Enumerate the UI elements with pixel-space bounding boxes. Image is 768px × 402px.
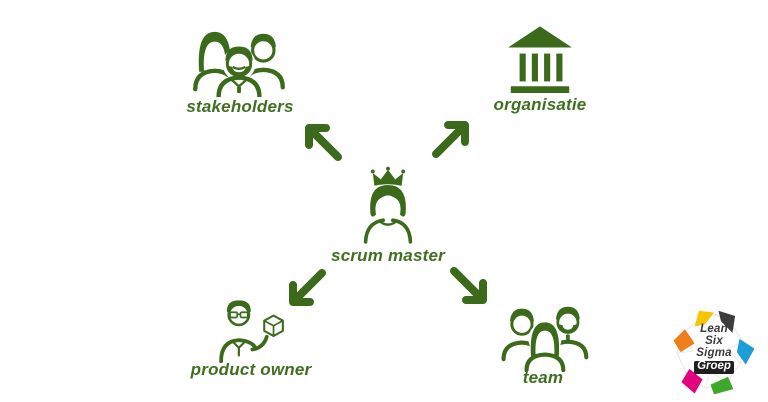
team-label: team: [522, 368, 564, 387]
logo-wordmark: Lean Six Sigma Groep: [670, 323, 758, 374]
logo-line-sigma: Sigma: [696, 346, 732, 359]
arrow-to-stakeholders-icon: [305, 124, 342, 161]
arrow-to-product-owner-icon: [289, 269, 326, 306]
crowned-person-icon: [363, 166, 413, 244]
node-organisatie: organisatie: [494, 25, 586, 114]
scrum-master-label: scrum master: [331, 246, 445, 265]
logo-line-six: Six: [705, 334, 723, 347]
node-product-owner: product owner: [191, 297, 311, 379]
person-holding-cube-icon: [219, 300, 284, 363]
stakeholders-label: stakeholders: [186, 97, 294, 116]
node-scrum-master: scrum master: [331, 166, 445, 265]
people-group-icon: [501, 306, 589, 372]
product-owner-label: product owner: [190, 360, 312, 379]
arrow-to-team-icon: [450, 267, 487, 304]
organisatie-label: organisatie: [493, 95, 587, 114]
node-team: team: [497, 304, 591, 387]
people-group-icon: [193, 31, 285, 97]
node-stakeholders: stakeholders: [186, 27, 293, 116]
logo-line-lean: Lean: [700, 323, 728, 335]
arrow-to-organisatie-icon: [432, 121, 469, 158]
lean-six-sigma-groep-logo: Lean Six Sigma Groep: [670, 308, 758, 398]
bank-building-icon: [508, 26, 572, 93]
logo-line-groep: Groep: [694, 360, 734, 374]
